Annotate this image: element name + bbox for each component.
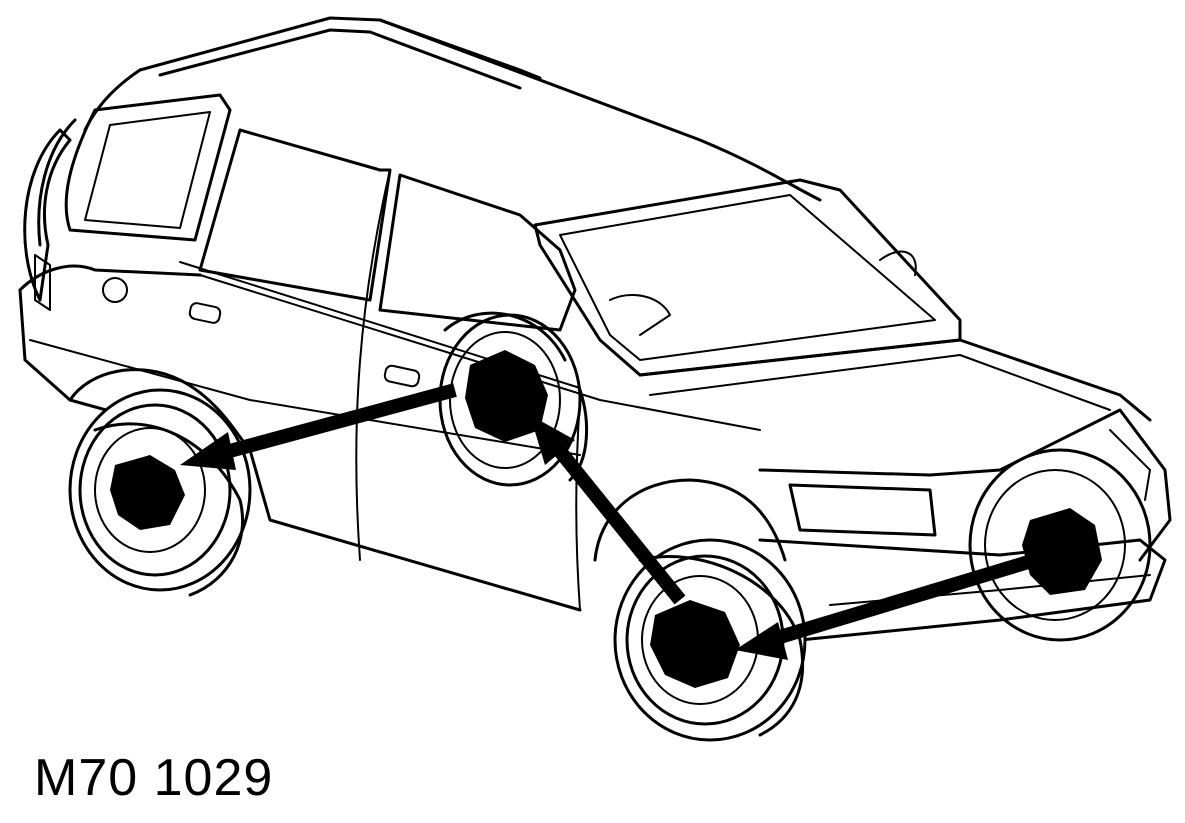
rear-left-wheel [68, 368, 252, 597]
arrow-rear-right-to-rear-left [180, 383, 457, 470]
arrow-front-right-to-front-left [735, 553, 1038, 660]
rotation-arrows [180, 383, 1038, 660]
front-left-wheel [593, 478, 807, 742]
figure-reference-label: M70 1029 [34, 749, 274, 807]
spare-wheel [23, 118, 77, 302]
vehicle-body [18, 16, 1172, 642]
front-right-wheel [968, 448, 1152, 642]
arrow-front-left-to-rear-right [530, 415, 686, 605]
